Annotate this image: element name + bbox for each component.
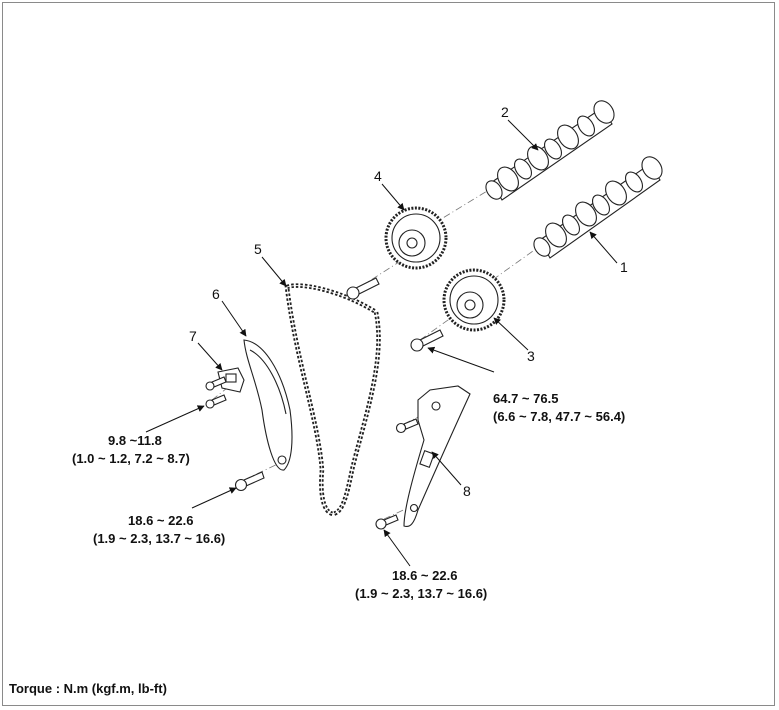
part-number-5: 5	[254, 241, 262, 257]
part-number-6: 6	[212, 286, 220, 302]
torque-bolt8-units: (1.9 ~ 2.3, 13.7 ~ 16.6)	[355, 586, 487, 601]
torque-bolt7-value: 9.8 ~11.8	[108, 433, 162, 448]
part-number-2: 2	[501, 104, 509, 120]
torque-units-note: Torque : N.m (kgf.m, lb-ft)	[9, 681, 167, 696]
intake-cvvt-sprocket	[442, 268, 506, 332]
timing-chain	[284, 283, 381, 517]
chain-tensioner	[217, 367, 245, 393]
exhaust-cvvt-sprocket	[384, 206, 448, 270]
torque-bolt6-value: 18.6 ~ 22.6	[128, 513, 193, 528]
torque-bolt8-value: 18.6 ~ 22.6	[392, 568, 457, 583]
torque-leaders	[145, 346, 495, 567]
part-number-3: 3	[527, 348, 535, 364]
torque-bolt6-units: (1.9 ~ 2.3, 13.7 ~ 16.6)	[93, 531, 225, 546]
part-leaders	[197, 119, 618, 486]
torque-bolt3-units: (6.6 ~ 7.8, 47.7 ~ 56.4)	[493, 409, 625, 424]
tensioner-arm	[243, 339, 293, 471]
part-number-7: 7	[189, 328, 197, 344]
part-number-8: 8	[463, 483, 471, 499]
torque-bolt7-units: (1.0 ~ 1.2, 7.2 ~ 8.7)	[72, 451, 190, 466]
intake-camshaft	[533, 156, 663, 259]
exhaust-camshaft	[485, 100, 615, 201]
chain-guide	[403, 385, 471, 528]
torque-bolt3-value: 64.7 ~ 76.5	[493, 391, 558, 406]
part-number-4: 4	[374, 168, 382, 184]
part-number-1: 1	[620, 259, 628, 275]
bolts	[205, 277, 444, 530]
